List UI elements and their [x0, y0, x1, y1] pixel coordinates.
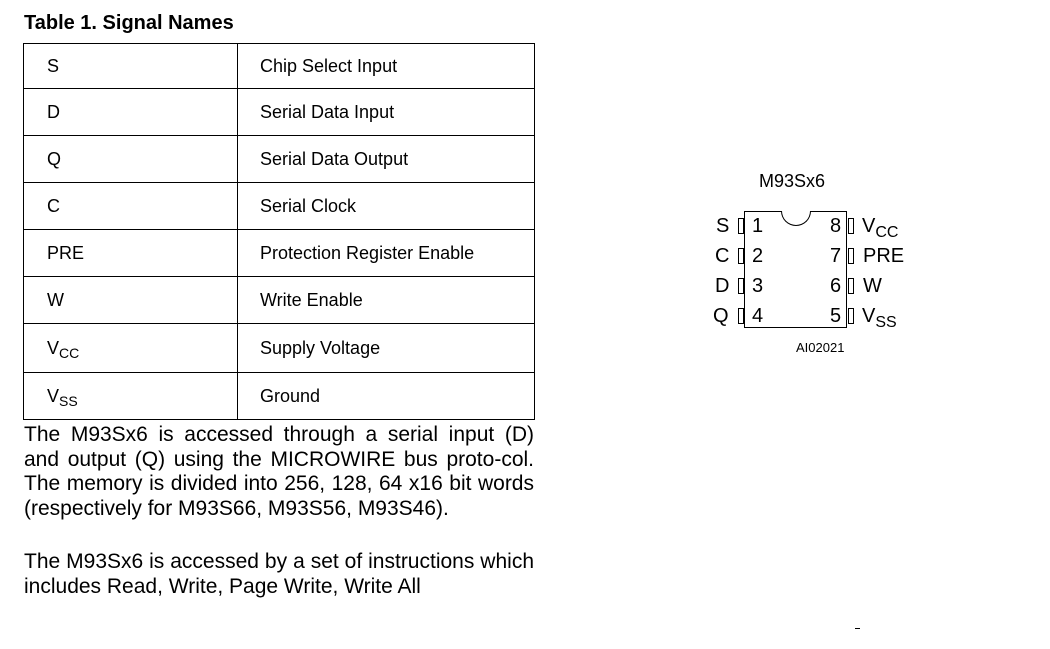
pin-signal-label: C: [715, 245, 730, 267]
signal-subscript: CC: [875, 224, 899, 241]
pin-signal-label: W: [863, 275, 882, 297]
pin-signal-label: VCC: [862, 215, 899, 241]
table-row: Q Serial Data Output: [23, 135, 535, 183]
description-cell: Write Enable: [237, 276, 535, 324]
description-cell: Ground: [237, 372, 535, 420]
signal-main: V: [862, 305, 876, 327]
table-row: S Chip Select Input: [23, 43, 535, 89]
pin-stub: [738, 248, 744, 264]
pin-number: 1: [752, 215, 764, 237]
pin-signal-label: PRE: [863, 245, 905, 267]
signal-subscript: CC: [59, 344, 80, 361]
description-cell: Serial Data Input: [237, 88, 535, 136]
stray-mark: [855, 628, 860, 629]
table-row: D Serial Data Input: [23, 88, 535, 136]
pin-number: 4: [752, 305, 764, 327]
signal-main: V: [47, 385, 60, 406]
pin-signal-label: Q: [713, 305, 729, 327]
pin-number: 2: [752, 245, 764, 267]
signal-cell: C: [23, 182, 238, 230]
pin-stub: [738, 278, 744, 294]
signal-subscript: SS: [59, 392, 78, 409]
pin-signal-label: VSS: [862, 305, 897, 331]
pin-signal-label: S: [716, 215, 730, 237]
description-cell: Chip Select Input: [237, 43, 535, 89]
body-paragraph: The M93Sx6 is accessed by a set of instr…: [24, 550, 534, 598]
pin-number: 7: [830, 245, 842, 267]
description-cell: Serial Data Output: [237, 135, 535, 183]
description-cell: Supply Voltage: [237, 323, 535, 373]
signal-main: V: [862, 215, 876, 237]
pin-number: 6: [830, 275, 842, 297]
table-row: W Write Enable: [23, 276, 535, 324]
table-title: Table 1. Signal Names: [24, 12, 234, 34]
pin-stub: [738, 218, 744, 234]
signal-names-table: S Chip Select Input D Serial Data Input …: [23, 43, 535, 420]
pin-number: 3: [752, 275, 764, 297]
description-cell: Protection Register Enable: [237, 229, 535, 277]
signal-cell: S: [23, 43, 238, 89]
signal-cell: PRE: [23, 229, 238, 277]
pin-stub: [738, 308, 744, 324]
pin-number: 8: [830, 215, 842, 237]
figure-code: AI02021: [796, 340, 845, 355]
signal-cell: Q: [23, 135, 238, 183]
table-row: VCC Supply Voltage: [23, 323, 535, 373]
table-row: C Serial Clock: [23, 182, 535, 230]
signal-subscript: SS: [875, 314, 897, 331]
package-name: M93Sx6: [759, 171, 826, 191]
signal-main: V: [47, 337, 60, 358]
pin-number: 5: [830, 305, 842, 327]
signal-cell: VSS: [23, 372, 238, 420]
signal-cell: D: [23, 88, 238, 136]
body-paragraph: The M93Sx6 is accessed through a serial …: [24, 423, 534, 520]
pin-signal-label: D: [715, 275, 730, 297]
pin-stub: [848, 308, 854, 324]
description-cell: Serial Clock: [237, 182, 535, 230]
signal-cell: VCC: [23, 323, 238, 373]
pin-stub: [848, 218, 854, 234]
signal-cell: W: [23, 276, 238, 324]
pin-stub: [848, 248, 854, 264]
pin-stub: [848, 278, 854, 294]
table-row: PRE Protection Register Enable: [23, 229, 535, 277]
table-row: VSS Ground: [23, 372, 535, 420]
